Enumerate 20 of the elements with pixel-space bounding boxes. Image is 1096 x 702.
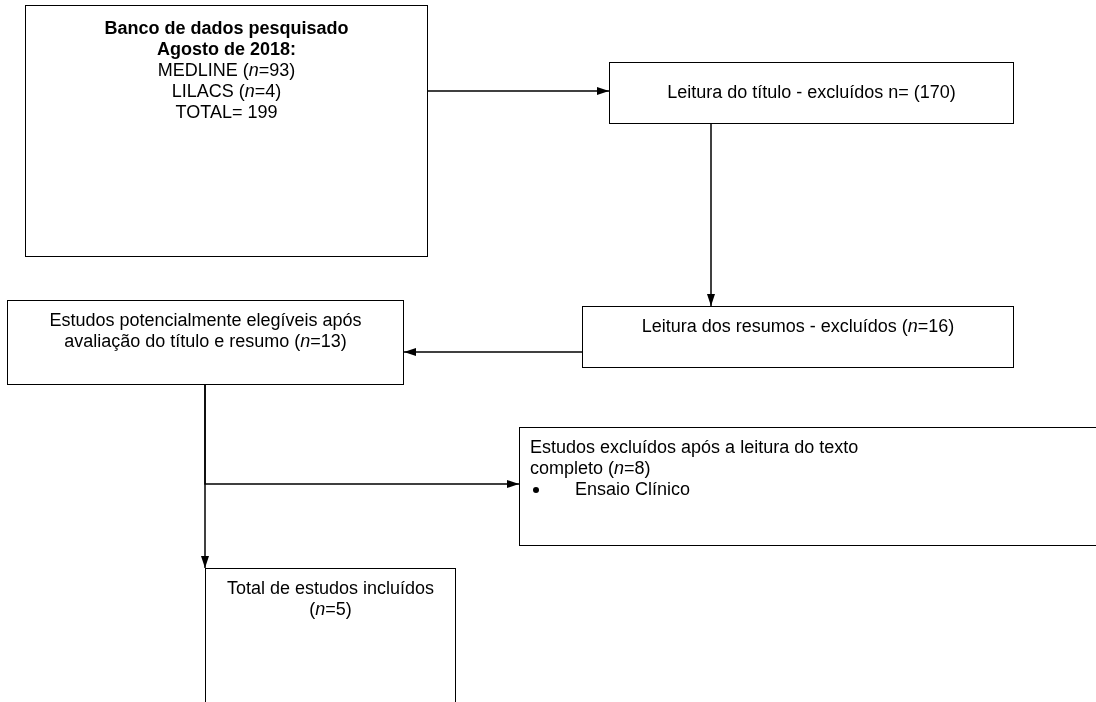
box-text: Leitura do título - excluídos n= (170) <box>666 82 957 103</box>
process-box <box>582 306 1014 368</box>
process-box <box>25 5 428 257</box>
box-text: Estudos excluídos após a leitura do texto completo (n=8) <box>530 437 860 479</box>
process-box <box>609 62 1014 124</box>
box-text: TOTAL= 199 <box>174 102 279 123</box>
box-text: Estudos potencialmente elegíveis após avaliação do título e resumo (n=13) <box>48 310 363 352</box>
heading-text: Banco de dados pesquisado Agosto de 2018: <box>103 18 350 60</box>
arrow <box>204 384 520 488</box>
arrow <box>427 87 610 95</box>
box-text: LILACS (n=4) <box>170 81 283 102</box>
box-text: MEDLINE (n=93) <box>156 60 297 81</box>
box-text: Leitura dos resumos - excluídos (n=16) <box>640 316 956 337</box>
list-item: Ensaio Clínico <box>575 479 691 500</box>
arrow <box>403 348 583 356</box>
arrow <box>707 123 715 307</box>
box-text: Total de estudos incluídos (n=5) <box>225 578 436 620</box>
process-box <box>519 427 1096 546</box>
process-box <box>7 300 404 385</box>
process-box <box>205 568 456 702</box>
